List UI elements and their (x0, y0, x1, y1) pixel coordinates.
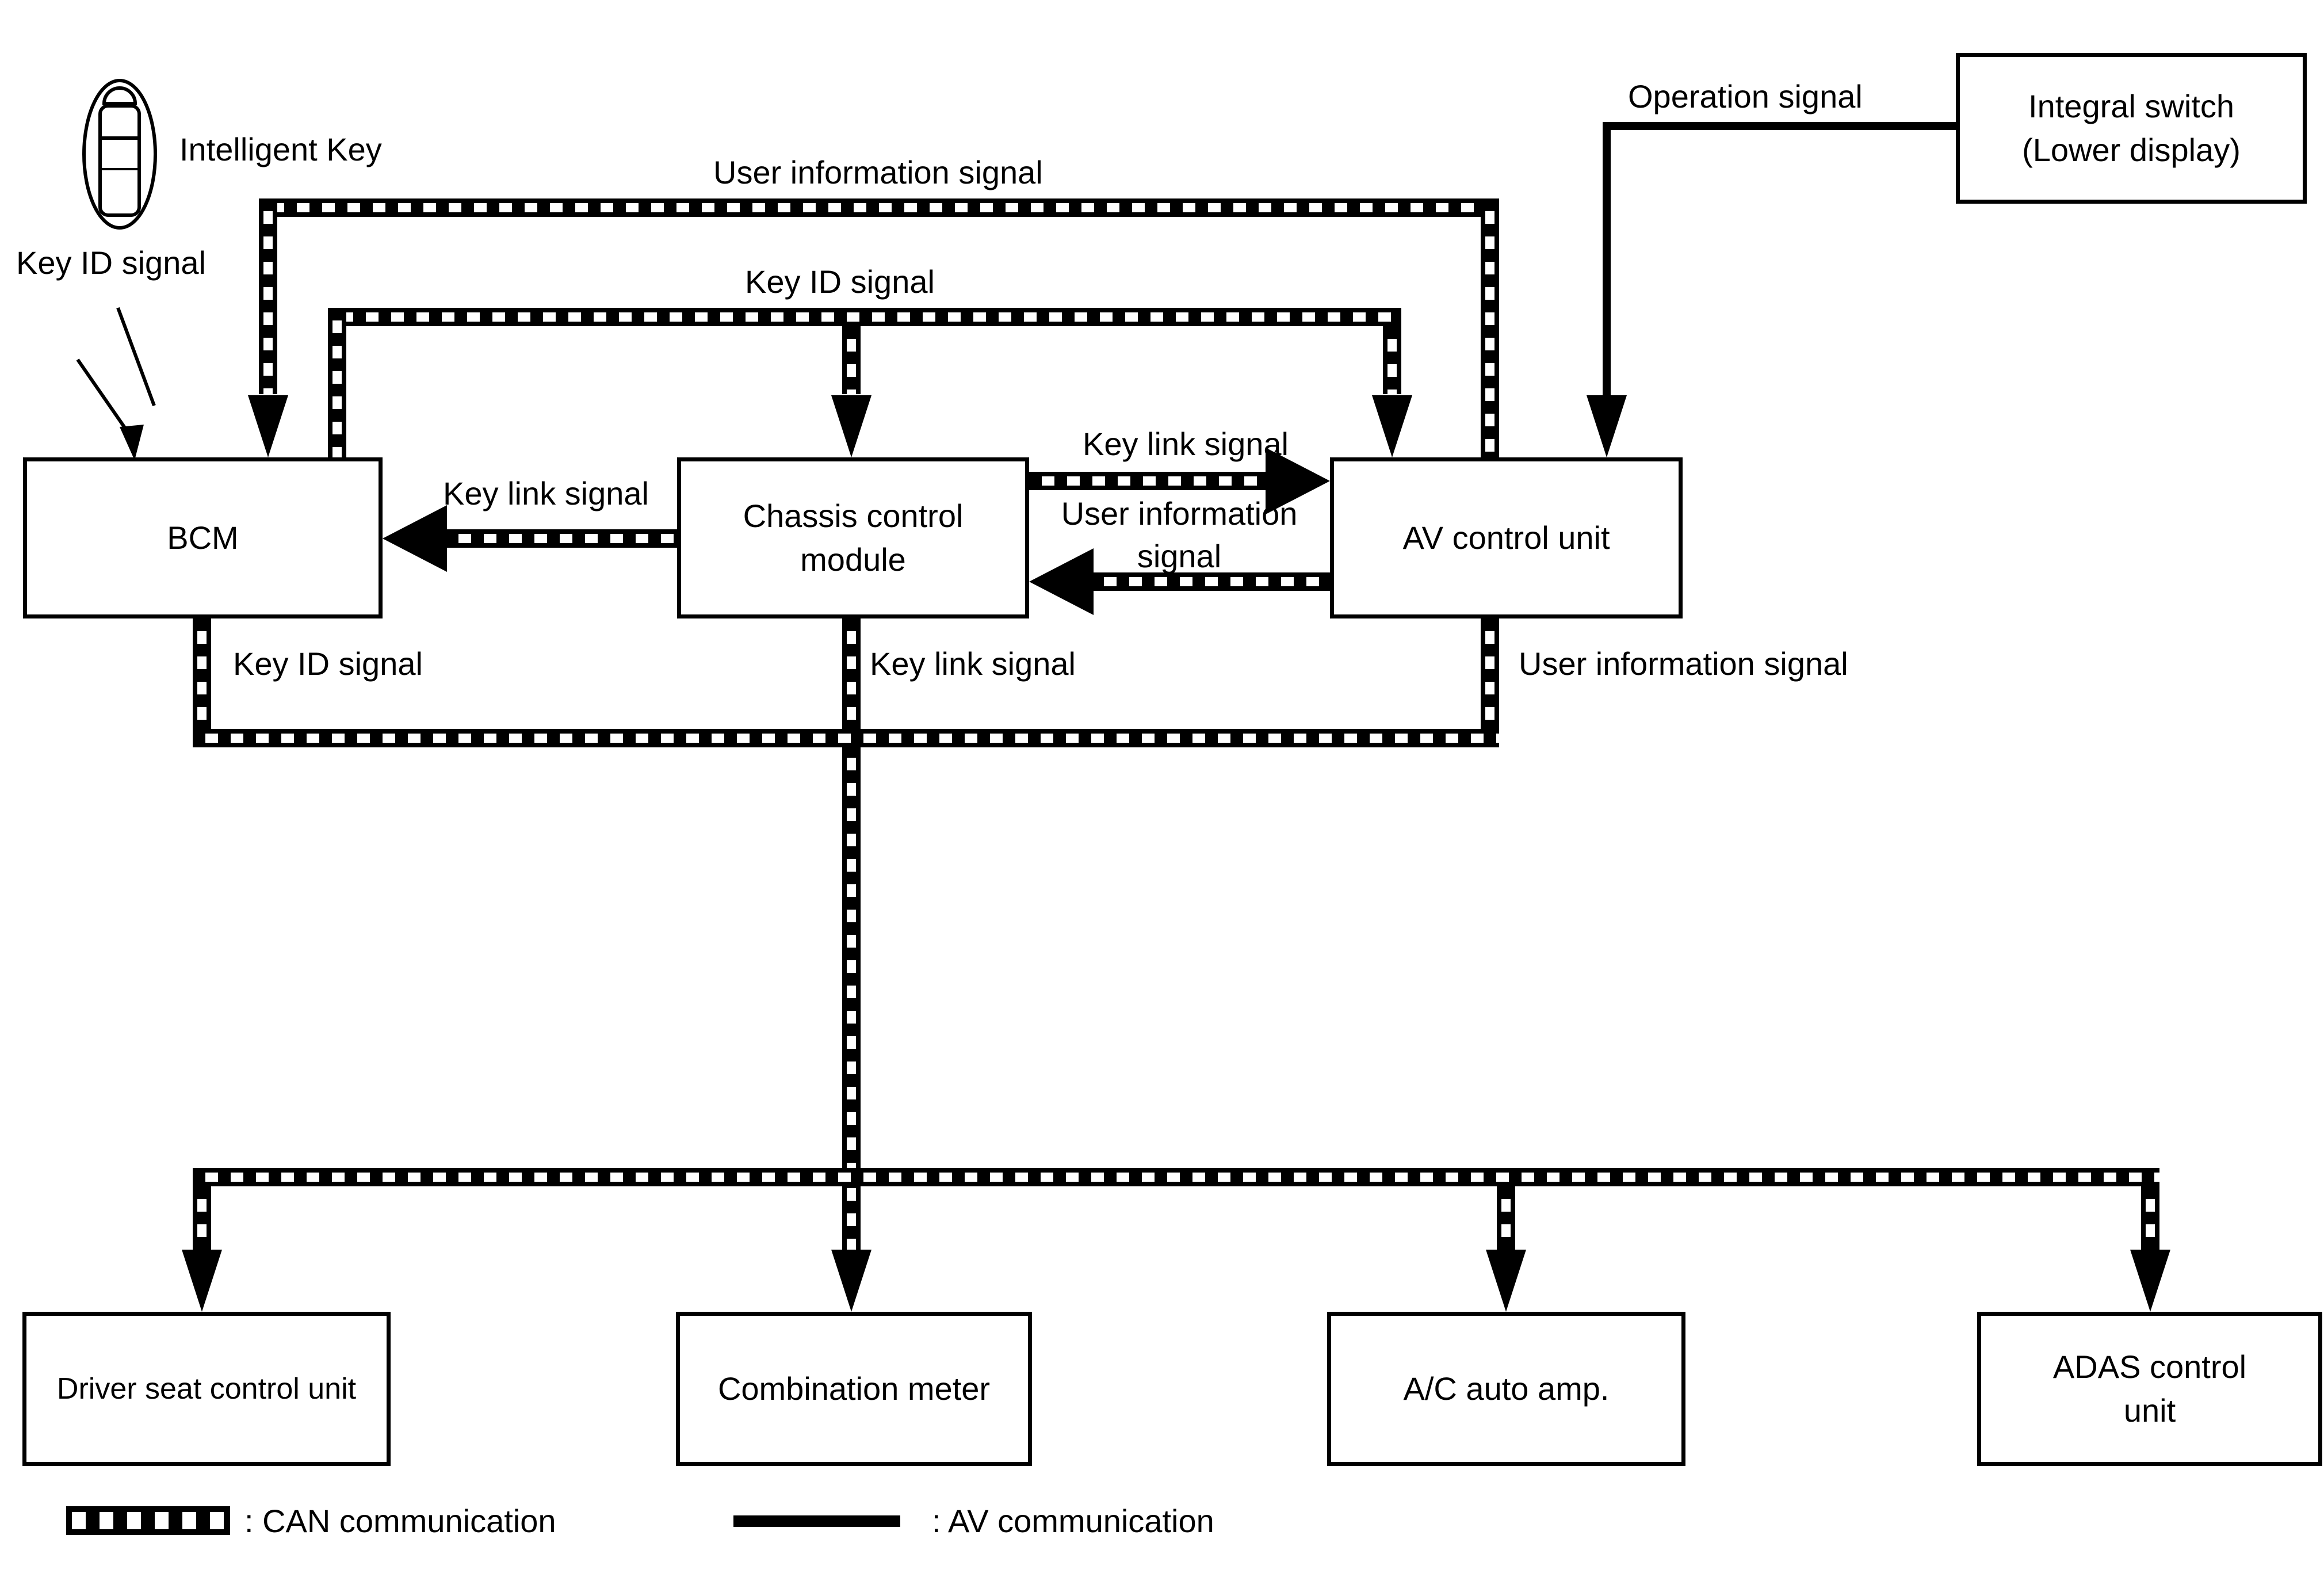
legend-av-label: : AV communication (932, 1503, 1214, 1539)
arrow-key-link-into-bcm (383, 505, 447, 572)
av-line-operation-vertical (1603, 122, 1611, 397)
arrow-user-info-into-bcm (248, 395, 288, 457)
can-line-user-info-right-drop (1481, 198, 1499, 457)
can-line-bcm-bottom-drop (193, 618, 211, 747)
can-line-user-info-left-drop (259, 198, 277, 394)
can-line-key-link-chassis-to-bcm (446, 529, 677, 548)
can-drop-driver-seat (193, 1186, 211, 1250)
operation-signal-label: Operation signal (1628, 78, 1863, 114)
node-ac-auto-amp: A/C auto amp. (1327, 1312, 1685, 1466)
key-link-bus-label: Key link signal (870, 646, 1076, 682)
can-line-user-info-av-to-chassis (1091, 572, 1330, 591)
can-line-key-id-top (328, 308, 1401, 326)
arrow-key-link-into-av (1266, 448, 1330, 514)
user-info-to-chassis-line1: User information (1061, 495, 1298, 532)
node-chassis-line2: module (800, 541, 906, 578)
key-link-to-av-label: Key link signal (1083, 426, 1289, 462)
node-av-label: AV control unit (1402, 520, 1610, 556)
node-av-control-unit: AV control unit (1330, 457, 1683, 618)
node-adas-line2: unit (2123, 1392, 2176, 1429)
can-line-av-bottom-drop (1481, 618, 1499, 747)
node-chassis-control-module: Chassis control module (677, 457, 1029, 618)
node-combination-meter-label: Combination meter (717, 1370, 991, 1407)
can-lower-bus (193, 1168, 2159, 1186)
node-integral-line1: Integral switch (2028, 88, 2234, 124)
key-id-bus-label: Key ID signal (233, 646, 423, 682)
can-line-user-info-top (259, 198, 1499, 217)
node-bcm-label: BCM (167, 520, 239, 556)
can-line-key-link-chassis-to-av (1029, 472, 1268, 490)
arrow-into-adas (2130, 1250, 2170, 1312)
user-information-top-label: User information signal (713, 154, 1043, 190)
node-driver-seat-control-unit: Driver seat control unit (22, 1312, 391, 1466)
key-link-to-bcm-label: Key link signal (443, 475, 649, 511)
can-drop-adas (2141, 1186, 2159, 1250)
legend-av-swatch (733, 1515, 900, 1527)
arrow-into-ac (1486, 1250, 1526, 1312)
node-ac-auto-amp-label: A/C auto amp. (1403, 1370, 1610, 1407)
node-adas-control-unit: ADAS control unit (1977, 1312, 2322, 1466)
node-integral-switch: Integral switch (Lower display) (1956, 53, 2307, 204)
node-driver-seat-label: Driver seat control unit (56, 1372, 357, 1406)
user-info-to-chassis-label: User information signal (1030, 492, 1329, 578)
can-mid-bus (193, 729, 1499, 747)
legend-can-swatch (66, 1506, 230, 1535)
node-integral-line2: (Lower display) (2022, 132, 2241, 168)
node-chassis-line1: Chassis control (743, 498, 964, 534)
can-line-key-id-chassis-drop (842, 326, 861, 394)
arrow-user-info-into-chassis (1029, 548, 1094, 615)
arrow-operation-into-av (1587, 395, 1627, 457)
arrow-into-combination-meter (831, 1250, 871, 1312)
node-bcm: BCM (23, 457, 383, 618)
wireless-signal-icon (76, 307, 156, 460)
can-drop-ac (1497, 1186, 1515, 1250)
intelligent-key-label: Intelligent Key (179, 131, 382, 167)
user-info-to-chassis-line2: signal (1137, 538, 1222, 574)
user-information-bus-label: User information signal (1519, 646, 1848, 682)
key-id-wireless-label: Key ID signal (16, 245, 206, 281)
av-line-operation-horizontal (1603, 122, 1956, 130)
key-id-top-label: Key ID signal (745, 264, 935, 300)
arrow-key-id-into-av (1372, 395, 1412, 457)
arrow-key-id-into-chassis (831, 395, 871, 457)
can-line-chassis-trunk (842, 618, 861, 1250)
can-line-key-id-av-drop (1383, 326, 1401, 394)
arrow-into-driver-seat (182, 1250, 222, 1312)
node-adas-line1: ADAS control (2052, 1349, 2247, 1385)
can-line-key-id-left-drop (328, 308, 346, 457)
intelligent-key-icon (82, 79, 157, 230)
node-combination-meter: Combination meter (676, 1312, 1032, 1466)
legend-can-label: : CAN communication (244, 1503, 556, 1539)
